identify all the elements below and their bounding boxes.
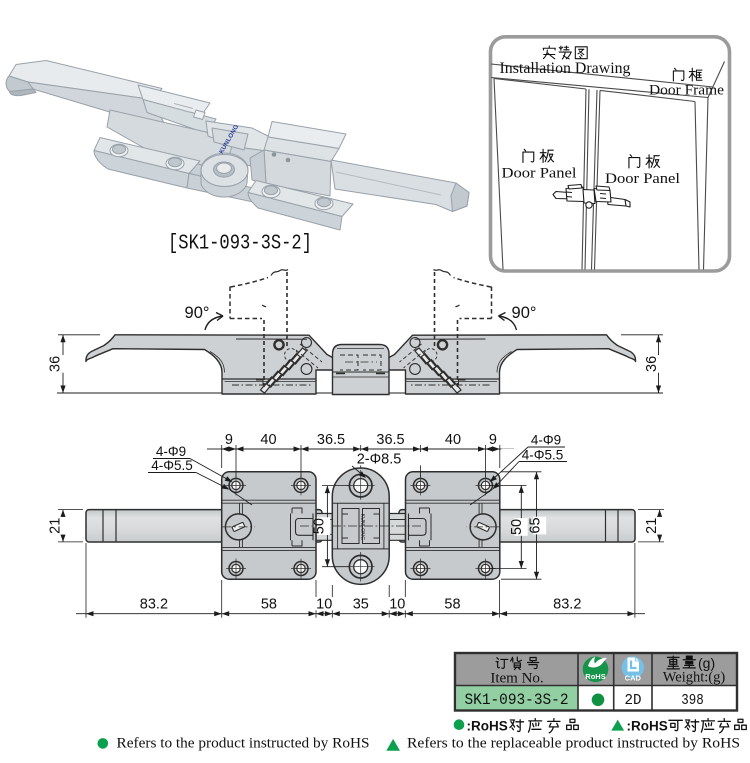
- svg-text:36.5: 36.5: [376, 432, 404, 448]
- svg-text:Item No.: Item No.: [490, 671, 543, 687]
- svg-text:Refers to the product instruct: Refers to the product instructed by RoHS: [117, 736, 370, 752]
- svg-text:10: 10: [316, 597, 332, 613]
- svg-text:KUNLONG: KUNLONG: [359, 514, 365, 541]
- svg-text:Door Panel: Door Panel: [605, 171, 680, 187]
- svg-text::RoHS: :RoHS: [627, 719, 668, 734]
- svg-text:(g): (g): [698, 655, 715, 671]
- svg-text:4-Φ5.5: 4-Φ5.5: [522, 448, 564, 463]
- svg-text:4-Φ5.5: 4-Φ5.5: [151, 458, 193, 473]
- svg-text:SK1-093-3S-2: SK1-093-3S-2: [465, 691, 569, 709]
- svg-text:36: 36: [48, 356, 64, 372]
- svg-text:90°: 90°: [185, 304, 210, 322]
- svg-text:58: 58: [444, 597, 460, 613]
- svg-text:RoHS: RoHS: [585, 672, 605, 681]
- svg-text:83.2: 83.2: [553, 597, 581, 613]
- svg-text:2-Φ8.5: 2-Φ8.5: [357, 452, 402, 468]
- svg-text:Installation Drawing: Installation Drawing: [500, 60, 631, 77]
- svg-text:[SK1-093-3S-2]: [SK1-093-3S-2]: [168, 233, 312, 256]
- svg-text:Door Frame: Door Frame: [649, 83, 724, 99]
- svg-text:58: 58: [261, 597, 277, 613]
- svg-text:50: 50: [312, 518, 328, 534]
- svg-text:CAD: CAD: [625, 674, 642, 683]
- svg-text:21: 21: [48, 518, 64, 534]
- svg-text:4-Φ9: 4-Φ9: [156, 444, 186, 459]
- svg-text:36.5: 36.5: [317, 432, 345, 448]
- svg-text:Door Panel: Door Panel: [502, 166, 577, 182]
- svg-text:40: 40: [260, 432, 276, 448]
- svg-text:65: 65: [528, 517, 544, 533]
- svg-text:398: 398: [681, 692, 704, 709]
- svg-text:36: 36: [644, 356, 660, 372]
- svg-text:50: 50: [509, 519, 525, 535]
- svg-text:9: 9: [225, 432, 233, 448]
- svg-text:10: 10: [389, 597, 405, 613]
- svg-text::RoHS: :RoHS: [467, 719, 508, 734]
- svg-text:40: 40: [445, 432, 461, 448]
- svg-text:35: 35: [353, 597, 369, 613]
- svg-text:Weight:(g): Weight:(g): [663, 670, 726, 686]
- svg-text:21: 21: [644, 518, 660, 534]
- svg-text:83.2: 83.2: [140, 597, 168, 613]
- svg-text:90°: 90°: [512, 304, 537, 322]
- svg-text:4-Φ9: 4-Φ9: [531, 433, 561, 448]
- svg-text:2D: 2D: [625, 692, 642, 709]
- svg-text:Refers to the replaceable prod: Refers to the replaceable product instru…: [407, 736, 740, 752]
- svg-text:9: 9: [489, 432, 497, 448]
